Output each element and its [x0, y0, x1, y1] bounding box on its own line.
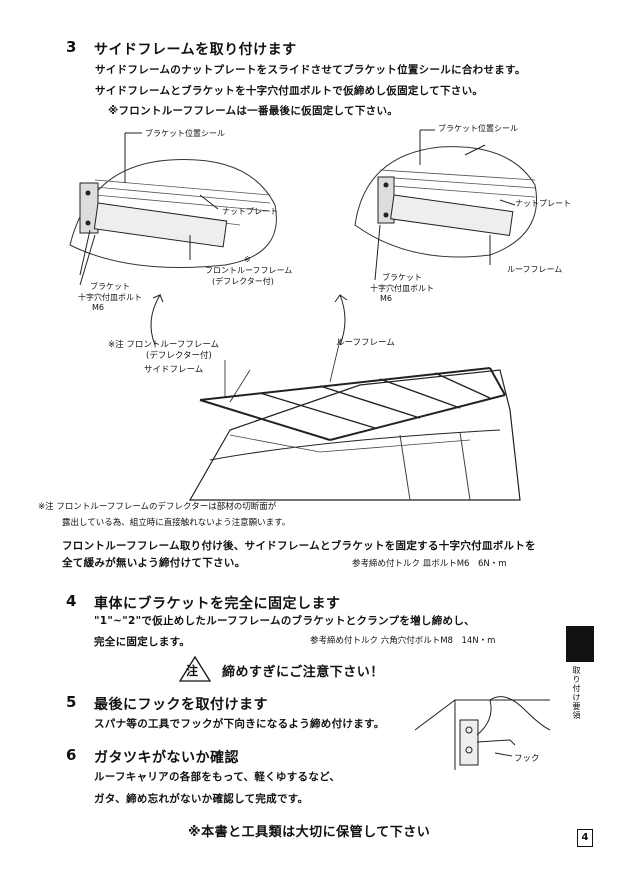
step6-line1: ルーフキャリアの各部をもって、軽くゆするなど、 [94, 771, 341, 783]
right-label-seal: ブラケット位置シール [438, 124, 518, 133]
main-label-front2: (デフレクター付) [146, 351, 212, 361]
caution-text: 締めすぎにご注意下さい！ [222, 665, 384, 680]
step4-title: 車体にブラケットを完全に固定します [94, 596, 341, 612]
step3-title: サイドフレームを取り付けます [94, 42, 297, 58]
right-detail-diagram [340, 125, 570, 305]
left-label-front2: (デフレクター付) [212, 277, 274, 286]
caution-badge: 注 [186, 664, 199, 678]
right-label-bolt: 十字穴付皿ボルト [370, 284, 434, 293]
page-number: 4 [577, 829, 593, 847]
step3-line1: サイドフレームのナットプレートをスライドさせてブラケット位置シールに合わせます。 [95, 64, 526, 76]
right-label-bracket: ブラケット [382, 273, 422, 282]
step3-line2: サイドフレームとブラケットを十字穴付皿ボルトで仮締めし仮固定して下さい。 [95, 85, 484, 97]
left-label-nut: ナットプレート [222, 207, 278, 216]
after-line1: フロントルーフフレーム取り付け後、サイドフレームとブラケットを固定する十字穴付皿… [62, 540, 536, 552]
hook-diagram [415, 680, 555, 775]
left-detail-diagram [50, 125, 290, 325]
step4-line2: 完全に固定します。 [94, 636, 191, 648]
main-label-front1: ※注 フロントルーフフレーム [108, 340, 220, 350]
right-label-m6: M6 [380, 294, 392, 303]
step5-number: 5 [66, 693, 77, 711]
after-torque: 参考締め付トルク 皿ボルトM6 6N・m [352, 559, 507, 569]
left-label-bolt: 十字穴付皿ボルト [78, 293, 142, 302]
note-line1: ※注 フロントルーフフレームのデフレクターは部材の切断面が [38, 502, 277, 512]
car-diagram [170, 340, 530, 505]
main-label-side: サイドフレーム [144, 365, 204, 375]
left-label-bracket: ブラケット [90, 282, 130, 291]
left-label-seal: ブラケット位置シール [145, 129, 225, 138]
right-label-roof: ルーフフレーム [507, 265, 563, 274]
callout-arrows [135, 290, 375, 350]
left-label-mark: ※ [244, 255, 251, 264]
hook-label: フック [514, 754, 540, 764]
left-label-front1: フロントルーフフレーム [205, 266, 293, 275]
step3-number: 3 [66, 38, 77, 56]
step5-title: 最後にフックを取付けます [94, 697, 268, 713]
footer-notice: ※本書と工具類は大切に保管して下さい [188, 825, 431, 840]
caution-triangle-icon [178, 655, 212, 683]
step5-line1: スパナ等の工具でフックが下向きになるよう締め付けます。 [94, 718, 385, 730]
step3-line3: ※フロントルーフフレームは一番最後に仮固定して下さい。 [108, 105, 399, 117]
right-label-nut: ナットプレート [515, 199, 571, 208]
step4-torque: 参考締め付トルク 六角穴付ボルトM8 14N・m [310, 636, 496, 646]
step6-line2: ガタ、締め忘れがないか確認して完成です。 [94, 793, 309, 805]
left-label-m6: M6 [92, 303, 104, 312]
step6-title: ガタツキがないか確認 [94, 750, 239, 766]
main-label-roof: ルーフフレーム [336, 338, 395, 348]
step4-number: 4 [66, 592, 77, 610]
step4-line1: "1"~"2"で仮止めしたルーフフレームのブラケットとクランプを増し締めし、 [94, 615, 475, 627]
step6-number: 6 [66, 746, 77, 764]
side-tab-label: 取り付け要領 [572, 666, 581, 720]
after-line2: 全て緩みが無いよう締付けて下さい。 [62, 557, 246, 569]
note-line2: 露出している為、組立時に直接触れないよう注意願います。 [62, 518, 291, 528]
side-tab-block [566, 626, 594, 662]
